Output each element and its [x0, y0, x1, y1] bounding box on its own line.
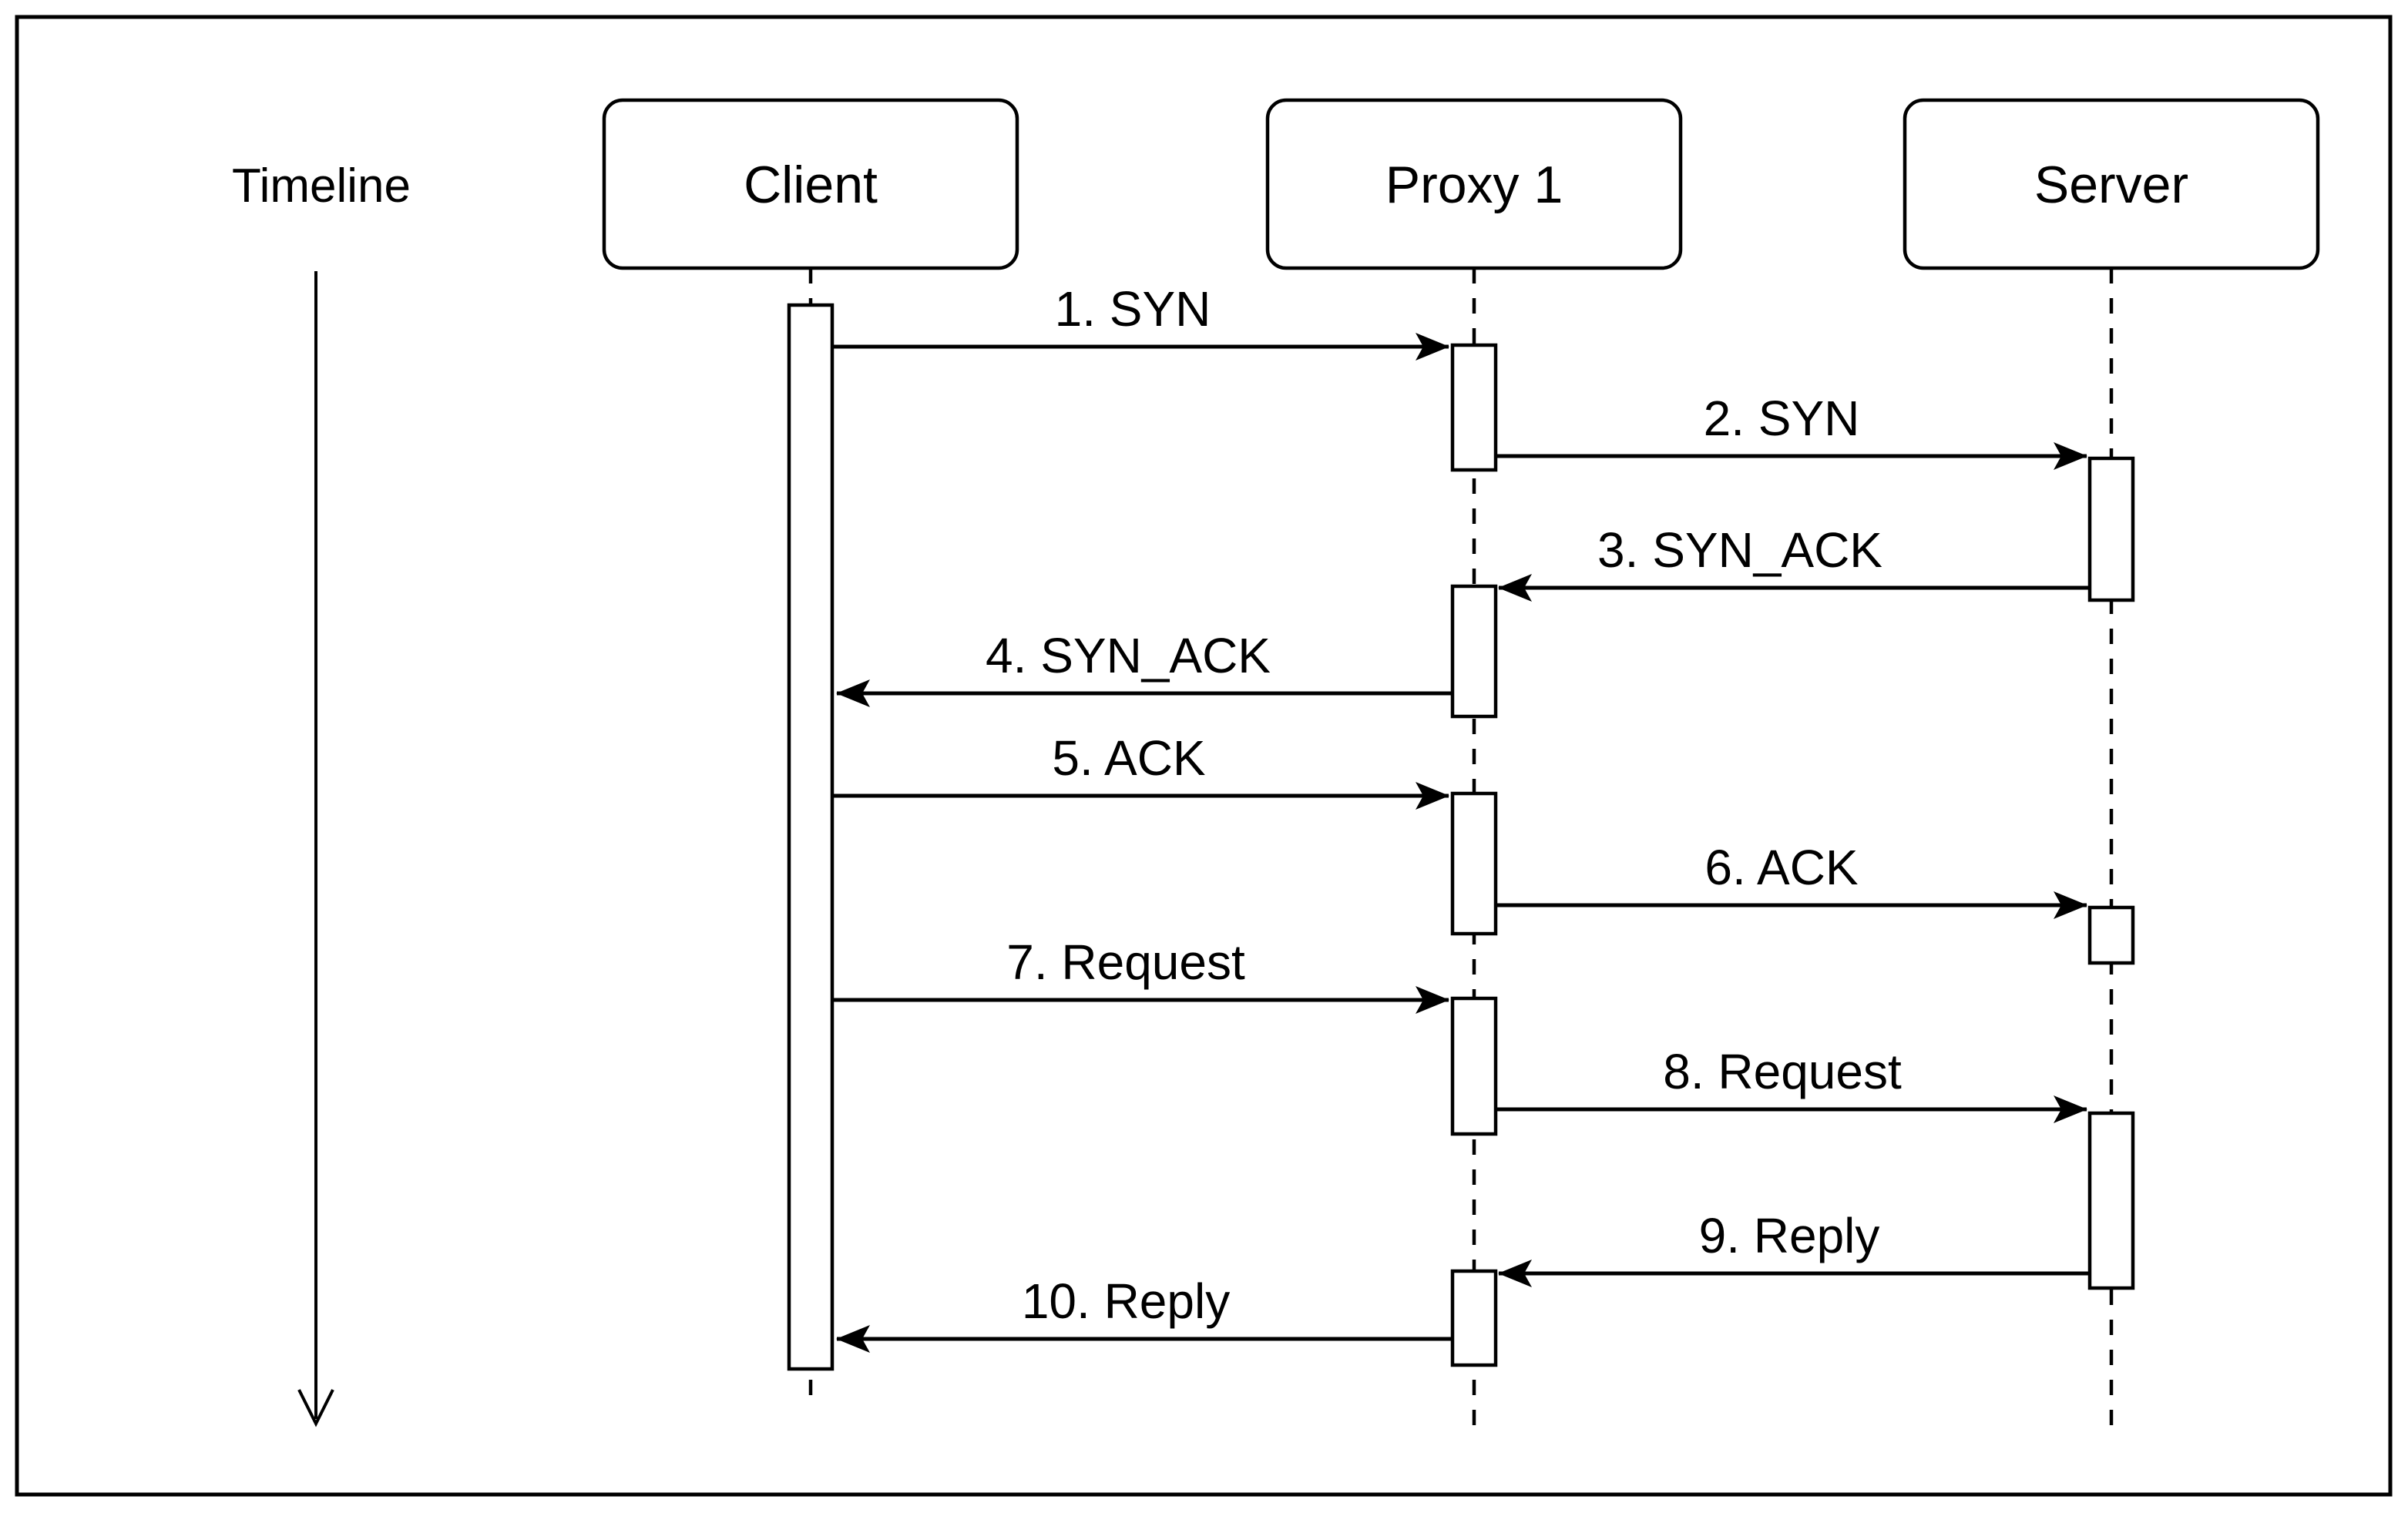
- timeline-down-arrow-icon: [297, 1389, 334, 1427]
- activation-bar-proxy1-1: [1450, 343, 1498, 472]
- message-2: 2. SYN: [1496, 391, 2087, 470]
- timeline-label: Timeline: [232, 159, 411, 213]
- message-label-8: 8. Request: [1663, 1044, 1902, 1099]
- message-label-3: 3. SYN_ACK: [1597, 522, 1882, 578]
- message-label-5: 5. ACK: [1052, 730, 1205, 786]
- message-label-1: 1. SYN: [1055, 281, 1211, 337]
- activation-bar-proxy1-4: [1450, 996, 1498, 1136]
- message-label-2: 2. SYN: [1704, 391, 1860, 446]
- message-label-4: 4. SYN_ACK: [986, 628, 1271, 683]
- message-7: 7. Request: [834, 934, 1449, 1014]
- activation-bar-server-3: [2087, 1111, 2135, 1290]
- message-5: 5. ACK: [834, 730, 1449, 810]
- message-label-6: 6. ACK: [1704, 840, 1858, 895]
- activation-bar-client: [787, 303, 835, 1371]
- activation-bar-proxy1-2: [1450, 584, 1498, 719]
- activation-bar-server-1: [2087, 456, 2135, 602]
- actor-box-proxy1: Proxy 1: [1265, 98, 1683, 270]
- message-label-10: 10. Reply: [1022, 1273, 1230, 1329]
- message-1: 1. SYN: [834, 281, 1449, 361]
- activation-bar-proxy1-3: [1450, 791, 1498, 936]
- actor-box-server: Server: [1903, 98, 2320, 270]
- actor-label-server: Server: [2034, 156, 2188, 214]
- message-6: 6. ACK: [1496, 840, 2087, 919]
- message-9: 9. Reply: [1498, 1208, 2090, 1287]
- message-3: 3. SYN_ACK: [1498, 522, 2090, 602]
- activation-bar-server-2: [2087, 905, 2135, 965]
- activation-bar-proxy1-5: [1450, 1269, 1498, 1367]
- actor-box-client: Client: [602, 98, 1019, 270]
- message-4: 4. SYN_ACK: [836, 628, 1453, 707]
- message-8: 8. Request: [1496, 1044, 2087, 1123]
- message-label-9: 9. Reply: [1699, 1208, 1880, 1263]
- message-10: 10. Reply: [836, 1273, 1453, 1353]
- message-label-7: 7. Request: [1006, 934, 1245, 990]
- actor-label-client: Client: [744, 156, 878, 214]
- actor-label-proxy1: Proxy 1: [1385, 156, 1563, 214]
